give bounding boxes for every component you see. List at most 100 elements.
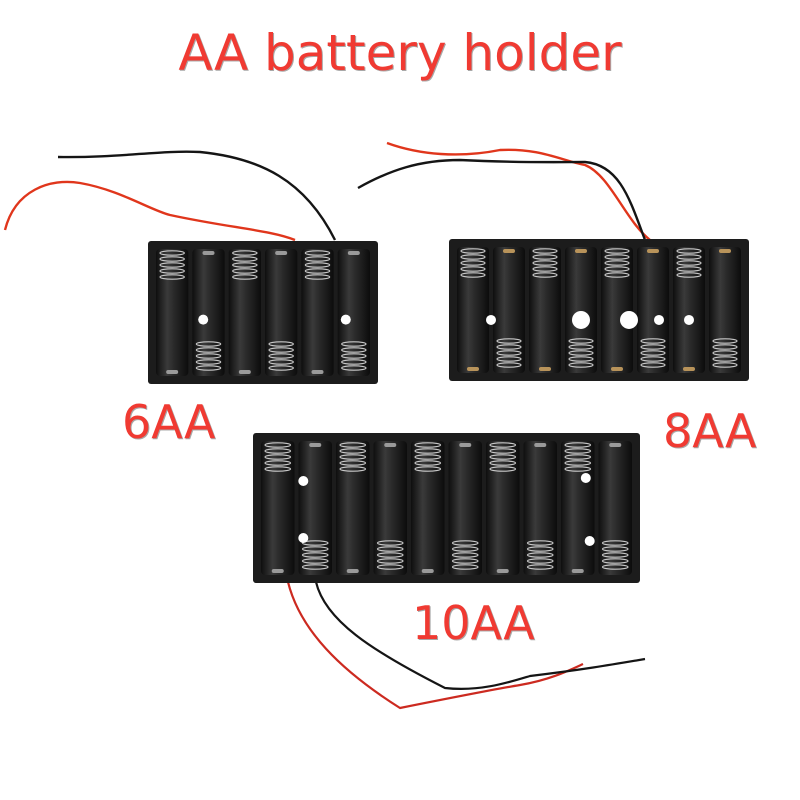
mounting-hole	[584, 536, 595, 546]
spring-coil	[532, 260, 558, 266]
spring-coil	[712, 356, 738, 362]
spring-coil	[341, 365, 367, 371]
spring-coil	[489, 454, 517, 460]
spring-coil	[601, 552, 629, 558]
spring-coil	[640, 350, 666, 356]
spring-coil	[451, 546, 479, 552]
contact-plate	[271, 569, 284, 573]
spring-coil	[304, 256, 331, 262]
spring-coil	[526, 540, 554, 546]
battery-holder-6aa	[148, 241, 378, 384]
battery-slot	[265, 249, 298, 376]
contact-plate	[459, 443, 472, 447]
contact-plate	[202, 251, 215, 255]
spring-coil	[268, 365, 294, 371]
battery-slot	[673, 247, 705, 373]
contact-plate	[311, 370, 324, 374]
spring-coil	[526, 546, 554, 552]
spring-coil	[496, 350, 522, 356]
spring-coil	[564, 442, 592, 448]
mounting-hole	[298, 533, 309, 543]
battery-slot	[448, 441, 482, 575]
spring-coil	[526, 552, 554, 558]
spring-coil	[460, 272, 486, 278]
spring-coil	[264, 448, 292, 454]
mounting-hole	[198, 314, 209, 325]
label-8aa: 8AA	[663, 404, 757, 458]
spring-coil	[376, 552, 404, 558]
battery-holder-8aa	[449, 239, 749, 381]
battery-slot	[301, 249, 334, 376]
spring-coil	[460, 254, 486, 260]
spring-coil	[268, 353, 294, 359]
battery-slot	[486, 441, 520, 575]
spring-coil	[376, 564, 404, 570]
spring-coil	[341, 341, 367, 347]
battery-slot	[261, 441, 295, 575]
contact-plate	[346, 569, 359, 573]
label-6aa: 6AA	[122, 395, 216, 449]
spring-coil	[268, 341, 294, 347]
spring-coil	[460, 260, 486, 266]
black-wire	[57, 150, 337, 241]
contact-plate	[609, 443, 622, 447]
spring-coil	[604, 260, 630, 266]
spring-coil	[264, 466, 292, 472]
contact-plate	[238, 370, 251, 374]
battery-slot	[493, 247, 525, 373]
spring-coil	[489, 460, 517, 466]
battery-slot	[598, 441, 632, 575]
spring-coil	[640, 356, 666, 362]
mounting-hole	[620, 310, 638, 329]
spring-coil	[304, 274, 331, 280]
spring-coil	[414, 466, 442, 472]
spring-coil	[640, 344, 666, 350]
contact-plate	[719, 249, 731, 253]
mounting-hole	[340, 314, 351, 325]
spring-coil	[604, 248, 630, 254]
spring-coil	[568, 356, 594, 362]
battery-slot	[156, 249, 189, 376]
spring-coil	[341, 347, 367, 353]
spring-coil	[451, 552, 479, 558]
spring-coil	[301, 540, 329, 546]
spring-coil	[526, 564, 554, 570]
spring-coil	[564, 466, 592, 472]
spring-coil	[195, 365, 222, 371]
spring-coil	[232, 256, 258, 262]
spring-coil	[712, 344, 738, 350]
spring-coil	[232, 262, 258, 268]
spring-coil	[489, 442, 517, 448]
battery-slot	[529, 247, 561, 373]
page-title: AA battery holder	[178, 24, 622, 82]
spring-coil	[159, 268, 185, 274]
spring-coil	[532, 266, 558, 272]
spring-coil	[268, 347, 294, 353]
spring-coil	[159, 256, 185, 262]
spring-coil	[414, 454, 442, 460]
contact-plate	[275, 251, 288, 255]
spring-coil	[341, 359, 367, 365]
spring-coil	[496, 338, 522, 344]
spring-coil	[676, 260, 702, 266]
spring-coil	[564, 448, 592, 454]
spring-coil	[496, 356, 522, 362]
spring-coil	[451, 540, 479, 546]
contact-plate	[683, 367, 695, 371]
spring-coil	[712, 362, 738, 368]
spring-coil	[532, 272, 558, 278]
battery-slot	[337, 249, 370, 376]
spring-coil	[568, 362, 594, 368]
battery-slot	[637, 247, 669, 373]
battery-slot	[373, 441, 407, 575]
spring-coil	[268, 359, 294, 365]
spring-coil	[264, 460, 292, 466]
battery-slot	[336, 441, 370, 575]
label-10aa: 10AA	[412, 596, 535, 650]
spring-coil	[264, 442, 292, 448]
contact-plate	[647, 249, 659, 253]
black-wire	[314, 581, 646, 690]
spring-coil	[264, 454, 292, 460]
spring-coil	[676, 272, 702, 278]
